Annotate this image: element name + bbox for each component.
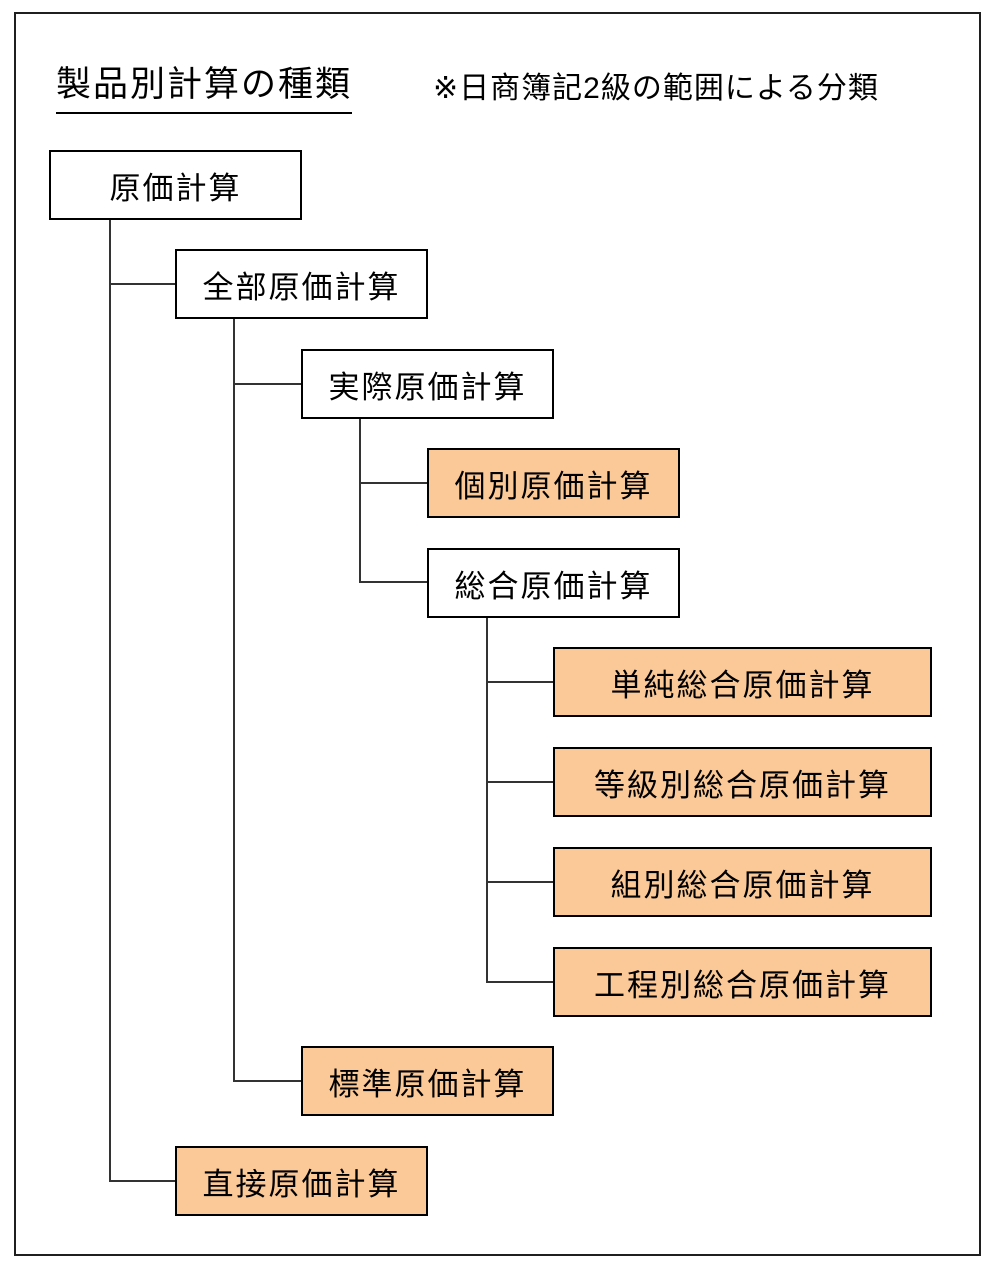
node-single-process-costing: 単純総合原価計算 [553, 647, 932, 717]
node-actual-costing: 実際原価計算 [301, 349, 554, 419]
connector-trunk-cost-accounting [109, 220, 111, 1181]
node-direct-costing: 直接原価計算 [175, 1146, 428, 1216]
node-job-order-costing: 個別原価計算 [427, 448, 680, 518]
node-full-costing: 全部原価計算 [175, 249, 428, 319]
connector-elbow-standard-costing [233, 1080, 301, 1082]
connector-elbow-grade-process-costing [486, 781, 553, 783]
connector-elbow-process-costing [359, 581, 427, 583]
connector-elbow-full-costing [109, 283, 175, 285]
node-cost-accounting: 原価計算 [49, 150, 302, 220]
diagram-title: 製品別計算の種類 [56, 56, 353, 114]
node-standard-costing: 標準原価計算 [301, 1046, 554, 1116]
connector-trunk-actual-costing [359, 419, 361, 583]
connector-elbow-single-process-costing [486, 681, 553, 683]
connector-elbow-job-order-costing [359, 482, 427, 484]
node-process-costing: 総合原価計算 [427, 548, 680, 618]
connector-elbow-direct-costing [109, 1180, 175, 1182]
node-group-process-costing: 組別総合原価計算 [553, 847, 932, 917]
connector-trunk-full-costing [233, 319, 235, 1081]
connector-trunk-process-costing [486, 618, 488, 982]
connector-elbow-group-process-costing [486, 881, 553, 883]
node-sequential-process-costing: 工程別総合原価計算 [553, 947, 932, 1017]
classification-note: ※日商簿記2級の範囲による分類 [433, 72, 879, 105]
connector-elbow-actual-costing [233, 383, 301, 385]
connector-elbow-sequential-process-costing [486, 981, 553, 983]
node-grade-process-costing: 等級別総合原価計算 [553, 747, 932, 817]
